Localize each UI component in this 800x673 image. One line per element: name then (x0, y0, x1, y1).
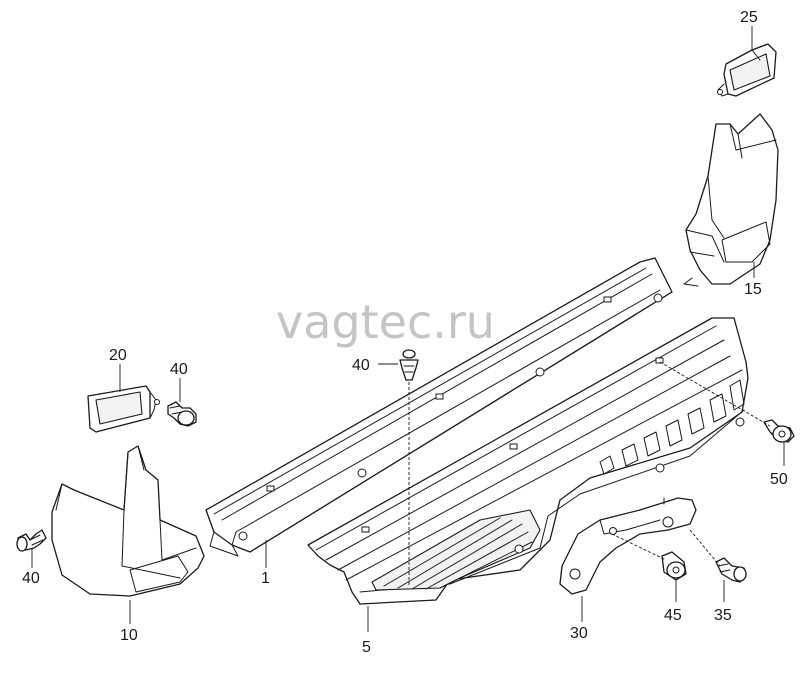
part-40-clip-center[interactable] (399, 349, 419, 381)
label-15: 15 (744, 281, 762, 298)
part-35-clip[interactable] (715, 557, 747, 583)
label-20: 20 (109, 347, 127, 364)
label-1: 1 (261, 570, 270, 587)
label-10: 10 (120, 627, 138, 644)
label-5: 5 (362, 639, 371, 656)
part-30-bracket-plate[interactable] (559, 497, 697, 595)
label-40-left: 40 (22, 570, 40, 587)
part-40-clip-left[interactable] (16, 529, 47, 552)
part-15-right-corner[interactable] (683, 113, 779, 287)
label-30: 30 (570, 625, 588, 642)
watermark-text: vagtec.ru (276, 295, 495, 349)
part-20-bracket[interactable] (87, 385, 160, 433)
label-25: 25 (740, 9, 758, 26)
label-40-mid: 40 (170, 361, 188, 378)
part-40-clip-mid[interactable] (167, 401, 197, 427)
part-45-nut[interactable] (661, 551, 687, 581)
part-10-left-corner[interactable] (51, 445, 205, 597)
part-25-bracket[interactable] (717, 43, 777, 97)
label-35: 35 (714, 607, 732, 624)
label-50: 50 (770, 471, 788, 488)
label-40-center: 40 (352, 357, 370, 374)
part-5-rear-step[interactable] (307, 317, 749, 605)
label-45: 45 (664, 607, 682, 624)
part-50-screw[interactable] (763, 419, 795, 443)
part-1-bumper-bar[interactable] (205, 257, 673, 557)
leader-lines (31, 26, 785, 632)
